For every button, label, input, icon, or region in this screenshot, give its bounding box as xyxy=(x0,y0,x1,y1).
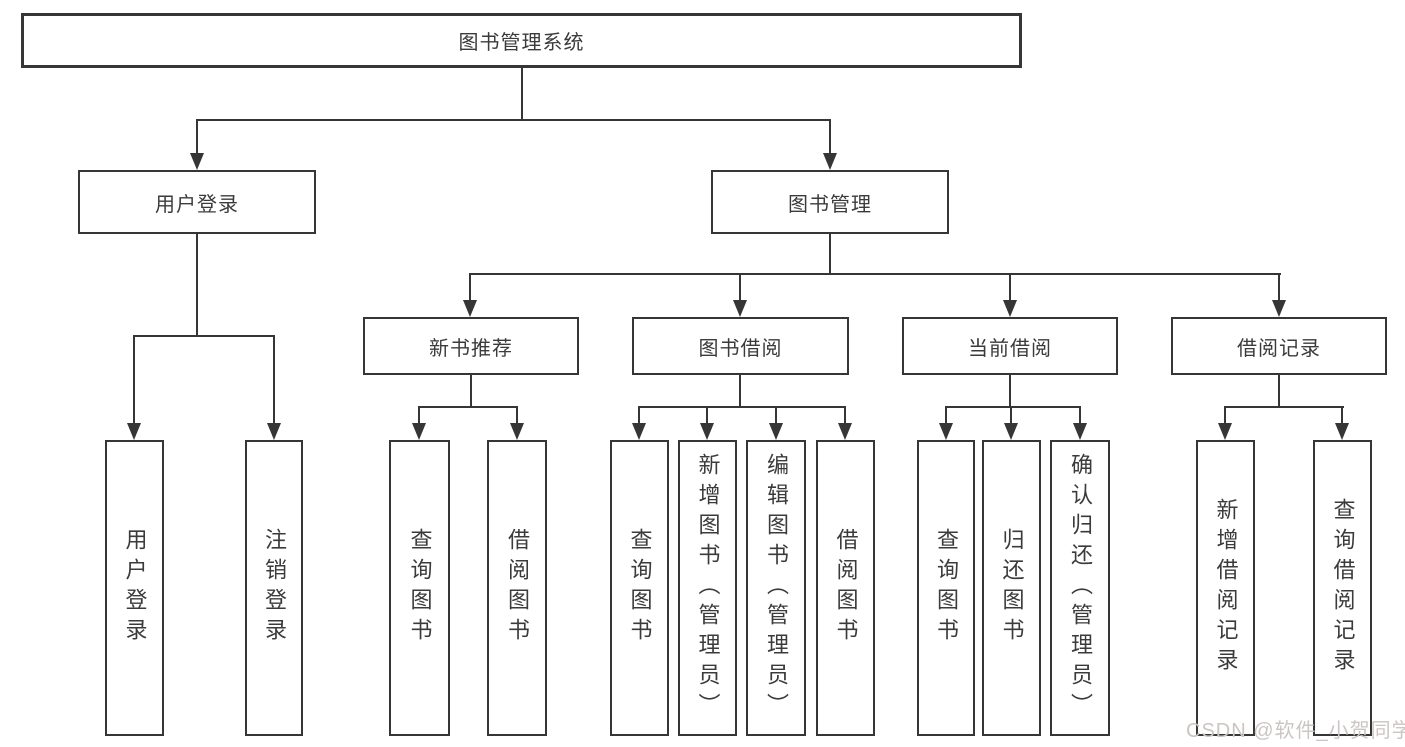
node-leaf-query-books-current: 查询图书 xyxy=(917,440,975,736)
csdn-watermark: CSDN @软件_小贺同学 xyxy=(1186,720,1405,742)
arrow-down-icon xyxy=(939,423,953,440)
node-leaf-query-borrow-record: 查询借阅记录 xyxy=(1313,440,1372,736)
arrow-down-icon xyxy=(1073,423,1087,440)
node-label: 借阅图书 xyxy=(505,528,530,648)
node-leaf-user-login: 用户登录 xyxy=(105,440,164,736)
node-leaf-borrow-books-recommend: 借阅图书 xyxy=(487,440,547,736)
node-borrow-records: 借阅记录 xyxy=(1171,317,1387,375)
connector-drop-book-borrow xyxy=(739,273,741,303)
node-new-book-recommend: 新书推荐 xyxy=(363,317,579,375)
node-leaf-confirm-return-admin: 确认归还（管理员） xyxy=(1050,440,1110,736)
node-label: 归还图书 xyxy=(999,528,1025,648)
node-label: 查询图书 xyxy=(407,528,433,648)
node-leaf-add-books-admin: 新增图书（管理员） xyxy=(678,440,737,736)
arrow-down-icon xyxy=(823,153,837,170)
node-label: 图书借阅 xyxy=(698,337,783,360)
node-label: 新书推荐 xyxy=(429,337,513,360)
node-label: 编辑图书（管理员） xyxy=(764,453,789,723)
node-leaf-edit-books-admin: 编辑图书（管理员） xyxy=(746,440,806,736)
arrow-down-icon xyxy=(267,423,281,440)
node-leaf-query-books-recommend: 查询图书 xyxy=(389,440,450,736)
connector-drop xyxy=(945,406,947,426)
connector-borrow-records-split xyxy=(1224,406,1344,408)
arrow-down-icon xyxy=(1003,300,1017,317)
connector-drop xyxy=(1010,406,1012,426)
connector-current-borrow-stem xyxy=(1009,375,1011,408)
arrow-down-icon xyxy=(510,423,524,440)
node-label: 新增图书（管理员） xyxy=(695,453,721,723)
node-leaf-query-books: 查询图书 xyxy=(610,440,669,736)
node-current-borrowing: 当前借阅 xyxy=(902,317,1118,375)
node-user-login: 用户登录 xyxy=(78,170,316,234)
connector-drop xyxy=(638,406,640,426)
connector-drop xyxy=(844,406,846,426)
node-book-management: 图书管理 xyxy=(711,170,949,234)
arrow-down-icon xyxy=(412,423,426,440)
node-leaf-add-borrow-record: 新增借阅记录 xyxy=(1196,440,1255,736)
node-label: 确认归还（管理员） xyxy=(1068,453,1093,723)
arrow-down-icon xyxy=(1272,300,1286,317)
node-label: 新增借阅记录 xyxy=(1213,498,1239,678)
connector-drop-current-borrow xyxy=(1009,273,1011,303)
node-label: 当前借阅 xyxy=(968,337,1052,360)
node-label: 用户登录 xyxy=(122,528,148,648)
node-label: 图书管理 xyxy=(788,193,872,216)
connector-new-book-split xyxy=(418,406,518,408)
arrow-down-icon xyxy=(190,153,204,170)
connector-drop xyxy=(1079,406,1081,426)
connector-drop xyxy=(1224,406,1226,426)
node-leaf-logout: 注销登录 xyxy=(245,440,303,736)
arrow-down-icon xyxy=(1335,423,1349,440)
node-library-management-system: 图书管理系统 xyxy=(21,13,1022,68)
node-label: 查询借阅记录 xyxy=(1330,498,1356,678)
connector-drop-book-mgmt xyxy=(829,119,831,155)
connector-borrow-records-stem xyxy=(1278,375,1280,408)
arrow-down-icon xyxy=(632,423,646,440)
connector-book-borrow-stem xyxy=(739,375,741,408)
node-label: 用户登录 xyxy=(155,193,239,216)
node-label: 借阅记录 xyxy=(1237,337,1321,360)
connector-drop xyxy=(775,406,777,426)
arrow-down-icon xyxy=(700,423,714,440)
node-label: 注销登录 xyxy=(262,528,287,648)
connector-drop-user-login xyxy=(196,119,198,155)
node-leaf-return-books: 归还图书 xyxy=(982,440,1041,736)
connector-drop-logout xyxy=(273,335,275,426)
connector-drop xyxy=(418,406,420,426)
connector-drop xyxy=(706,406,708,426)
arrow-down-icon xyxy=(1218,423,1232,440)
connector-root-stem xyxy=(521,68,523,120)
connector-drop xyxy=(516,406,518,426)
connector-user-login-stem xyxy=(196,234,198,336)
arrow-down-icon xyxy=(769,423,783,440)
connector-current-borrow-split xyxy=(945,406,1081,408)
arrow-down-icon xyxy=(838,423,852,440)
node-book-borrowing: 图书借阅 xyxy=(632,317,849,375)
connector-book-borrow-split xyxy=(638,406,846,408)
node-label: 借阅图书 xyxy=(833,528,859,648)
connector-new-book-stem xyxy=(470,375,472,408)
node-label: 查询图书 xyxy=(934,528,959,648)
connector-root-split xyxy=(196,119,831,121)
connector-book-mgmt-stem xyxy=(829,234,831,275)
connector-drop-login xyxy=(133,335,135,426)
connector-drop-new-book xyxy=(469,273,471,303)
arrow-down-icon xyxy=(1004,423,1018,440)
node-label: 图书管理系统 xyxy=(458,32,585,54)
connector-drop xyxy=(1341,406,1343,426)
connector-drop-borrow-records xyxy=(1278,273,1280,303)
node-label: 查询图书 xyxy=(627,528,653,648)
arrow-down-icon xyxy=(733,300,747,317)
node-leaf-borrow-books: 借阅图书 xyxy=(816,440,875,736)
arrow-down-icon xyxy=(127,423,141,440)
arrow-down-icon xyxy=(463,300,477,317)
connector-user-login-split xyxy=(133,335,275,337)
connector-book-mgmt-split xyxy=(469,273,1281,275)
